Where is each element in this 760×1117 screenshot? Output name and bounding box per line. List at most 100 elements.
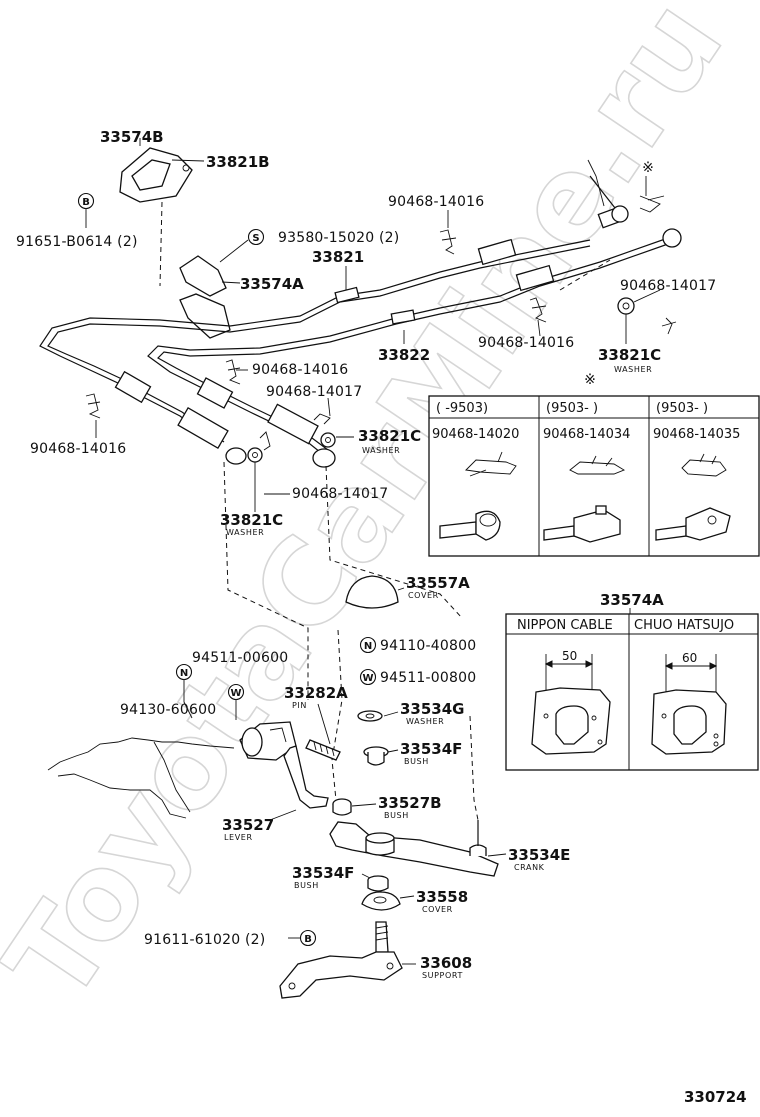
callout-91611-61020: 91611-61020 (2) — [144, 932, 265, 948]
marker-s: S — [247, 228, 265, 246]
callout-33821B: 33821B — [206, 153, 270, 171]
svg-text:S: S — [252, 233, 259, 244]
callout-33558: 33558 — [416, 888, 468, 906]
callout-94511-00800: 94511-00800 — [380, 670, 476, 686]
marker-w-left: W — [227, 683, 245, 701]
svg-text:W: W — [230, 688, 241, 699]
callout-33527B-sub: BUSH — [384, 811, 409, 820]
callout-33822: 33822 — [378, 346, 430, 364]
variant-col2-header: (9503- ) — [546, 401, 598, 416]
asterisk-marker-top: ※ — [642, 160, 654, 176]
variant-col1-end-icon — [439, 510, 501, 541]
callout-33821C-left: 33821C — [220, 511, 283, 529]
variant-table: ※ ( -9503) (9503- ) (9503- ) 90468-14020… — [428, 372, 760, 557]
callout-91651-B0614: 91651-B0614 (2) — [16, 234, 138, 250]
callout-94110-40800: 94110-40800 — [380, 638, 476, 654]
callout-33821C-right-sub: WASHER — [614, 365, 652, 374]
callout-94130-60600: 94130-60600 — [120, 702, 216, 718]
callout-33534E: 33534E — [508, 846, 570, 864]
transmission-outline — [47, 737, 235, 819]
diagram-code: 330724 — [684, 1088, 747, 1106]
callout-90468-14016-left: 90468-14016 — [30, 441, 126, 457]
bush-33527B-drawing — [332, 798, 352, 816]
callout-33534F-top: 33534F — [400, 740, 462, 758]
callout-33282A: 33282A — [284, 684, 348, 702]
cover-33558-drawing — [361, 891, 401, 911]
callout-33558-sub: COVER — [422, 905, 453, 914]
callout-33282A-sub: PIN — [292, 701, 307, 710]
variant-col1-clip-icon — [465, 451, 517, 477]
marker-n-right: N — [359, 636, 377, 654]
svg-text:N: N — [364, 641, 372, 652]
chuo-dimension: 60 — [682, 651, 697, 665]
svg-text:B: B — [82, 197, 90, 208]
svg-text:N: N — [180, 668, 188, 679]
callout-33821C-mid-sub: WASHER — [362, 446, 400, 455]
variant-col2-clip-icon — [569, 455, 626, 475]
callout-33534F-low: 33534F — [292, 864, 354, 882]
bush-33534F-low-drawing — [367, 875, 389, 892]
marker-n-left: N — [175, 663, 193, 681]
callout-90468-14016-mid: 90468-14016 — [478, 335, 574, 351]
callout-93580-15020: 93580-15020 (2) — [278, 230, 399, 246]
support-33608-drawing — [279, 921, 403, 999]
callout-33821C-mid: 33821C — [358, 427, 421, 445]
bracket-33574A-drawing — [179, 255, 241, 339]
nippon-dimension: 50 — [562, 649, 577, 663]
variant-table-marker: ※ — [584, 372, 596, 388]
chuo-bracket-drawing: 60 — [651, 651, 727, 755]
pin-33282A-drawing — [305, 739, 341, 761]
callout-33821C-right: 33821C — [598, 346, 661, 364]
washer-33534G-drawing — [357, 710, 383, 722]
callout-33821C-left-sub: WASHER — [226, 528, 264, 537]
callout-33534E-sub: CRANK — [514, 863, 545, 872]
bracket-33574B-drawing — [119, 147, 193, 203]
variant-col3-clip-icon — [681, 453, 727, 477]
callout-33534F-top-sub: BUSH — [404, 757, 429, 766]
callout-33534G-sub: WASHER — [406, 717, 444, 726]
variant-col1-header: ( -9503) — [436, 401, 488, 416]
marker-b-bottom: B — [299, 929, 317, 947]
callout-94511-00600: 94511-00600 — [192, 650, 288, 666]
callout-33527-sub: LEVER — [224, 833, 253, 842]
callout-90468-14016-top: 90468-14016 — [388, 194, 484, 210]
bracket-table-header-chuo: CHUO HATSUJO — [634, 618, 734, 633]
callout-33608: 33608 — [420, 954, 472, 972]
callout-33534F-low-sub: BUSH — [294, 881, 319, 890]
nippon-bracket-drawing: 50 — [531, 649, 611, 755]
callout-33557A: 33557A — [406, 574, 470, 592]
crank-33534E-drawing — [329, 820, 499, 877]
variant-col2-end-icon — [543, 505, 621, 543]
variant-col2-part: 90468-14034 — [543, 427, 630, 442]
bracket-table-header-nippon: NIPPON CABLE — [517, 618, 613, 633]
shift-lever-33527-drawing — [239, 721, 329, 809]
clip-icons — [85, 195, 677, 451]
bracket-table-title: 33574A — [600, 591, 664, 609]
callout-33534G: 33534G — [400, 700, 465, 718]
variant-col1-part: 90468-14020 — [432, 427, 519, 442]
callout-33527B: 33527B — [378, 794, 442, 812]
marker-b-top: B — [77, 192, 95, 210]
callout-90468-14017-center: 90468-14017 — [266, 384, 362, 400]
marker-w-right: W — [359, 668, 377, 686]
callout-33608-sub: SUPPORT — [422, 971, 463, 980]
variant-col3-part: 90468-14035 — [653, 427, 740, 442]
variant-col3-header: (9503- ) — [656, 401, 708, 416]
callout-33527: 33527 — [222, 816, 274, 834]
callout-90468-14017-lower: 90468-14017 — [292, 486, 388, 502]
callout-90468-14016-center: 90468-14016 — [252, 362, 348, 378]
callout-90468-14017-right: 90468-14017 — [620, 278, 716, 294]
svg-text:W: W — [362, 673, 373, 684]
cable-33822-drawing — [147, 228, 682, 468]
callout-33557A-sub: COVER — [408, 591, 439, 600]
cover-33557A-drawing — [345, 575, 399, 609]
callout-33821: 33821 — [312, 248, 364, 266]
bush-33534F-top-drawing — [363, 746, 389, 766]
callout-33574B: 33574B — [100, 128, 164, 146]
cable-33821-drawing — [39, 159, 629, 465]
variant-col3-end-icon — [655, 507, 731, 541]
svg-text:B: B — [304, 934, 312, 945]
bracket-table: 33574A NIPPON CABLE CHUO HATSUJO 50 60 — [505, 591, 759, 771]
callout-33574A: 33574A — [240, 275, 304, 293]
